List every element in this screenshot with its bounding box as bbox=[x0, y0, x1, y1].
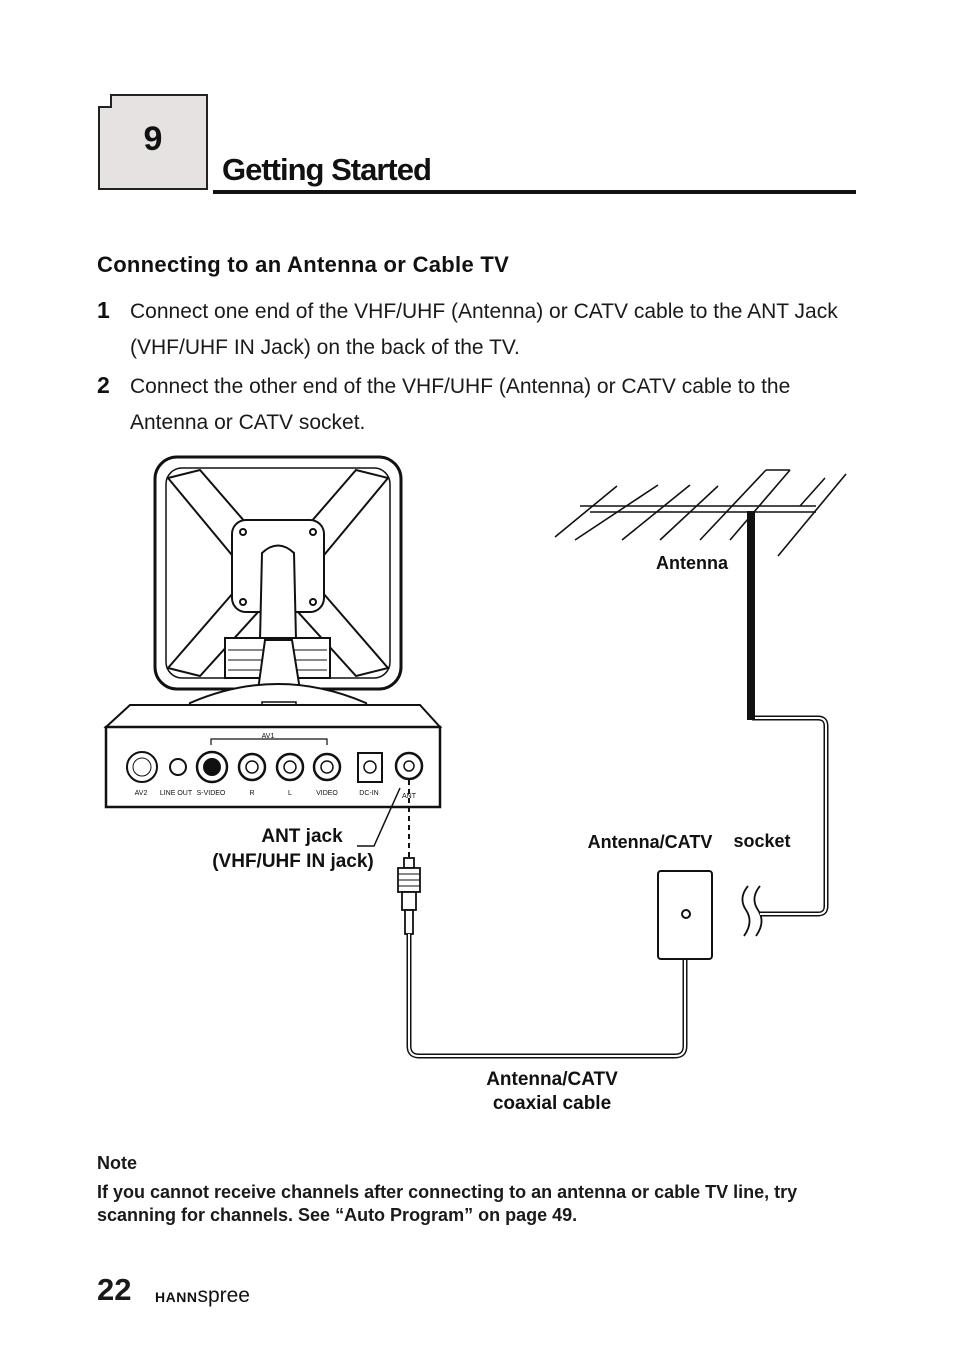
header-rule bbox=[213, 190, 856, 194]
socket-label-part-2: socket bbox=[733, 831, 791, 851]
port-label-l: L bbox=[288, 790, 292, 797]
brand-logo: HANNspree bbox=[155, 1284, 250, 1308]
coaxial-cable-sublabel: coaxial cable bbox=[492, 1093, 612, 1114]
antenna-illustration bbox=[554, 469, 847, 557]
port-label-ant: ANT bbox=[402, 793, 417, 800]
port-label-dc-in: DC-IN bbox=[359, 790, 378, 797]
note-text: If you cannot receive channels after con… bbox=[97, 1182, 798, 1225]
coaxial-cable-label: Antenna/CATV bbox=[486, 1069, 618, 1090]
ant-jack-label: ANT jack bbox=[261, 826, 343, 847]
socket-label-part-1: Antenna/CATV bbox=[587, 832, 713, 852]
brand-logo-bold: HANN bbox=[155, 1289, 198, 1305]
chapter-number: 9 bbox=[143, 120, 163, 158]
note-heading: Note bbox=[97, 1153, 137, 1173]
section-title: Connecting to an Antenna or Cable TV bbox=[97, 252, 510, 277]
step-2-text: Connect the other end of the VHF/UHF (An… bbox=[130, 375, 791, 434]
step-2-number: 2 bbox=[97, 372, 110, 398]
port-label-video: VIDEO bbox=[316, 790, 338, 797]
coax-plug-illustration bbox=[397, 857, 421, 935]
tv-back-illustration bbox=[103, 455, 443, 809]
wall-break-mark bbox=[741, 885, 751, 937]
ant-jack-leader bbox=[357, 787, 401, 847]
chapter-tab: 9 bbox=[98, 94, 208, 190]
port-label-s-video: S-VIDEO bbox=[197, 790, 226, 797]
ant-jack-sublabel: (VHF/UHF IN jack) bbox=[212, 851, 374, 872]
antenna-lead-cable bbox=[752, 715, 829, 917]
step-1-number: 1 bbox=[97, 297, 110, 323]
antenna-label: Antenna bbox=[656, 553, 728, 573]
step-1-text: Connect one end of the VHF/UHF (Antenna)… bbox=[130, 300, 838, 359]
port-label-r: R bbox=[249, 790, 254, 797]
port-label-av2: AV2 bbox=[135, 790, 148, 797]
chapter-title: Getting Started bbox=[222, 152, 432, 187]
page-number: 22 bbox=[97, 1272, 132, 1307]
brand-logo-light: spree bbox=[197, 1284, 250, 1307]
port-label-av1: AV1 bbox=[262, 733, 275, 740]
chapter-tab-notch bbox=[98, 94, 112, 108]
port-labels: AV1 AV2 LINE OUT S-VIDEO R L VIDEO DC-IN… bbox=[135, 733, 417, 800]
coaxial-cable bbox=[406, 915, 688, 1059]
port-label-line-out: LINE OUT bbox=[160, 790, 193, 797]
